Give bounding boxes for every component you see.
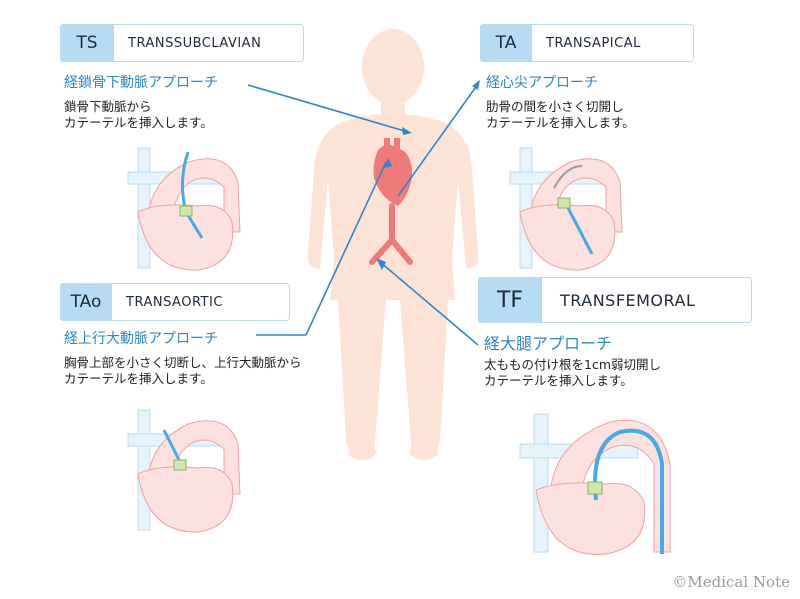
human-body-silhouette: [307, 29, 479, 460]
heart-illustration-tf: [519, 413, 671, 555]
ta-description: 肋骨の間を小さく切開し カテーテルを挿入します。: [486, 99, 635, 131]
ta-approach-label: 経心尖アプローチ: [486, 75, 598, 91]
heart-illustration-ta: [509, 147, 623, 271]
tf-full-name: TRANSFEMORAL: [542, 277, 752, 323]
tao-desc-line-1: 胸骨上部を小さく切断し、上行大動脈から: [64, 355, 302, 370]
tf-pointer-line: [379, 261, 479, 346]
tao-pointer-line-d: [305, 161, 387, 336]
ta-desc-line-2: カテーテルを挿入します。: [486, 115, 635, 130]
tf-abbr: TF: [478, 277, 542, 323]
ts-pointer-line: [247, 84, 409, 133]
tf-header: TF TRANSFEMORAL: [478, 277, 752, 323]
tao-description: 胸骨上部を小さく切断し、上行大動脈から カテーテルを挿入します。: [64, 355, 302, 387]
pointer-arrowheads: [376, 80, 480, 270]
ta-header: TA TRANSAPICAL: [480, 24, 694, 62]
ts-full-name: TRANSSUBCLAVIAN: [114, 24, 304, 62]
ts-description: 鎖骨下動脈から カテーテルを挿入します。: [64, 99, 213, 131]
tf-description: 太ももの付け根を1cm弱切開し カテーテルを挿入します。: [484, 357, 661, 389]
ts-desc-line-2: カテーテルを挿入します。: [64, 115, 213, 130]
tao-header: TAo TRANSAORTIC: [60, 283, 290, 321]
ts-header: TS TRANSSUBCLAVIAN: [60, 24, 304, 62]
ta-abbr: TA: [480, 24, 532, 62]
heart-illustration-ts: [127, 147, 241, 271]
ts-abbr: TS: [60, 24, 114, 62]
copyright-label: ©Medical Note: [672, 573, 790, 591]
tao-full-name: TRANSAORTIC: [112, 283, 290, 321]
ta-pointer-line: [397, 83, 479, 197]
tf-desc-line-1: 太ももの付け根を1cm弱切開し: [484, 357, 662, 372]
heart-illustration-tao: [127, 409, 241, 533]
pointer-lines: [247, 83, 479, 346]
tao-approach-label: 経上行大動脈アプローチ: [64, 331, 218, 347]
ta-full-name: TRANSAPICAL: [532, 24, 694, 62]
ta-desc-line-1: 肋骨の間を小さく切開し: [486, 99, 624, 114]
tf-desc-line-2: カテーテルを挿入します。: [484, 373, 633, 388]
tao-abbr: TAo: [60, 283, 112, 321]
ts-desc-line-1: 鎖骨下動脈から: [64, 99, 152, 114]
ts-approach-label: 経鎖骨下動脈アプローチ: [64, 75, 218, 91]
tf-approach-label: 経大腿アプローチ: [484, 334, 613, 353]
tao-desc-line-2: カテーテルを挿入します。: [64, 371, 213, 386]
